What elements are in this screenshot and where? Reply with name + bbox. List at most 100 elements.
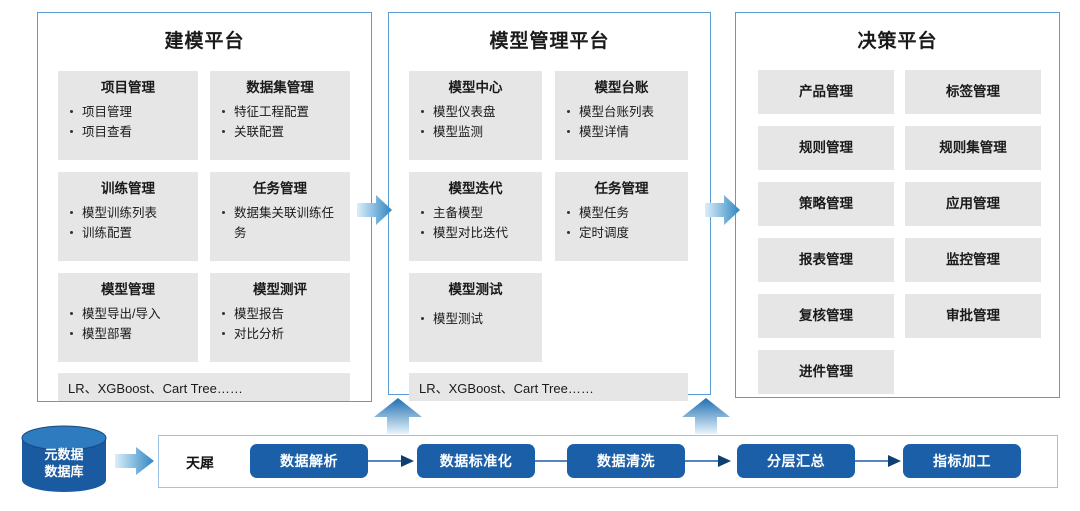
database-cylinder-icon: [21, 425, 107, 492]
list-item[interactable]: 项目管理: [68, 102, 192, 122]
card-title: 进件管理: [799, 364, 853, 379]
card-model-test[interactable]: 模型测试 模型测试: [409, 273, 542, 362]
database-label-line1: 元数据: [44, 447, 84, 462]
card-title: 监控管理: [946, 252, 1000, 267]
card-grid-modeling: 项目管理 项目管理 项目查看 数据集管理 特征工程配置 关联配置 训练管理 模型…: [38, 59, 371, 401]
card-title: 模型迭代: [448, 181, 503, 196]
list-item[interactable]: 对比分析: [220, 324, 344, 344]
card-intake-management[interactable]: 进件管理: [758, 350, 894, 394]
card-title: 模型中心: [448, 80, 503, 95]
list-item[interactable]: 模型对比迭代: [419, 223, 536, 243]
panel-decision-platform: 决策平台 产品管理 标签管理 规则管理 规则集管理 策略管理 应用管理 报表管理: [735, 12, 1060, 398]
database-label: 元数据 数据库: [18, 446, 110, 480]
card-project-management[interactable]: 项目管理 项目管理 项目查看: [58, 71, 198, 160]
card-approval-management[interactable]: 审批管理: [905, 294, 1041, 338]
pipeline-stage-data-parsing[interactable]: 数据解析: [250, 444, 368, 478]
pipeline-stage-layered-aggregation[interactable]: 分层汇总: [737, 444, 855, 478]
panel-title-model-management: 模型管理平台: [489, 31, 610, 52]
card-items: 主备模型 模型对比迭代: [409, 203, 542, 243]
card-task-management[interactable]: 任务管理 数据集关联训练任务: [210, 172, 350, 261]
card-items: 模型仪表盘 模型监测: [409, 102, 542, 142]
list-item[interactable]: 模型监测: [419, 122, 536, 142]
list-item[interactable]: 数据集关联训练任务: [220, 203, 344, 243]
list-item[interactable]: 主备模型: [419, 203, 536, 223]
card-application-management[interactable]: 应用管理: [905, 182, 1041, 226]
card-items: 模型报告 对比分析: [210, 304, 350, 344]
list-item[interactable]: 训练配置: [68, 223, 192, 243]
card-title: 策略管理: [799, 196, 853, 211]
pipeline-platform-label: 天犀: [186, 455, 214, 471]
card-training-management[interactable]: 训练管理 模型训练列表 训练配置: [58, 172, 198, 261]
card-title: 项目管理: [101, 80, 155, 95]
card-model-iteration[interactable]: 模型迭代 主备模型 模型对比迭代: [409, 172, 542, 261]
card-title: 应用管理: [946, 196, 1000, 211]
card-title: 数据集管理: [246, 80, 314, 95]
list-item[interactable]: 关联配置: [220, 122, 344, 142]
card-report-management[interactable]: 报表管理: [758, 238, 894, 282]
list-item[interactable]: 模型详情: [565, 122, 682, 142]
card-model-ledger[interactable]: 模型台账 模型台账列表 模型详情: [555, 71, 688, 160]
card-grid-decision: 产品管理 标签管理 规则管理 规则集管理 策略管理 应用管理 报表管理 监控管理: [736, 59, 1059, 397]
card-ruleset-management[interactable]: 规则集管理: [905, 126, 1041, 170]
pipeline-connector-3: [685, 455, 731, 467]
panel-modeling-platform: 建模平台 项目管理 项目管理 项目查看 数据集管理 特征工程配置 关联配置 训练…: [37, 12, 372, 402]
list-item[interactable]: 模型部署: [68, 324, 192, 344]
card-title: 规则管理: [799, 140, 853, 155]
card-items: 模型台账列表 模型详情: [555, 102, 688, 142]
card-title: 报表管理: [799, 252, 853, 267]
card-title: 任务管理: [253, 181, 307, 196]
card-title: 审批管理: [946, 308, 1000, 323]
card-product-management[interactable]: 产品管理: [758, 70, 894, 114]
card-title: 模型台账: [594, 80, 649, 95]
card-items: 项目管理 项目查看: [58, 102, 198, 142]
card-rule-management[interactable]: 规则管理: [758, 126, 894, 170]
list-item[interactable]: 模型仪表盘: [419, 102, 536, 122]
arrow-model-management-to-decision: [705, 195, 740, 225]
card-model-center[interactable]: 模型中心 模型仪表盘 模型监测: [409, 71, 542, 160]
list-item[interactable]: 模型训练列表: [68, 203, 192, 223]
pipeline-stage-metric-processing[interactable]: 指标加工: [903, 444, 1021, 478]
list-item[interactable]: 模型台账列表: [565, 102, 682, 122]
card-grid-model-management: 模型中心 模型仪表盘 模型监测 模型台账 模型台账列表 模型详情 模型迭代 主备…: [389, 59, 710, 401]
card-title: 模型测评: [253, 282, 307, 297]
database-label-line2: 数据库: [44, 464, 84, 479]
algorithms-strip-modeling: LR、XGBoost、Cart Tree……: [58, 373, 350, 401]
arrow-pipeline-to-model-management: [374, 398, 422, 434]
pipeline-connector-4: [855, 455, 901, 467]
panel-title-modeling: 建模平台: [164, 31, 245, 52]
arrow-pipeline-to-decision: [682, 398, 730, 434]
list-item[interactable]: 模型导出/导入: [68, 304, 192, 324]
card-items: 模型任务 定时调度: [555, 203, 688, 243]
list-item[interactable]: 定时调度: [565, 223, 682, 243]
card-dataset-management[interactable]: 数据集管理 特征工程配置 关联配置: [210, 71, 350, 160]
panel-title-decision: 决策平台: [857, 31, 938, 52]
algorithms-strip-model-management: LR、XGBoost、Cart Tree……: [409, 373, 688, 401]
card-title: 训练管理: [101, 181, 155, 196]
card-title: 标签管理: [946, 84, 1000, 99]
card-review-management[interactable]: 复核管理: [758, 294, 894, 338]
pipeline-stage-data-cleaning[interactable]: 数据清洗: [567, 444, 685, 478]
list-item[interactable]: 特征工程配置: [220, 102, 344, 122]
list-item[interactable]: 模型测试: [419, 309, 536, 329]
card-label-management[interactable]: 标签管理: [905, 70, 1041, 114]
card-items: 模型训练列表 训练配置: [58, 203, 198, 243]
list-item[interactable]: 模型任务: [565, 203, 682, 223]
card-items: 模型测试: [409, 309, 542, 329]
card-title: 规则集管理: [939, 140, 1007, 155]
card-model-evaluation[interactable]: 模型测评 模型报告 对比分析: [210, 273, 350, 362]
list-item[interactable]: 模型报告: [220, 304, 344, 324]
card-monitor-management[interactable]: 监控管理: [905, 238, 1041, 282]
card-items: 模型导出/导入 模型部署: [58, 304, 198, 344]
pipeline-connector-1: [368, 455, 414, 467]
card-task-management-model[interactable]: 任务管理 模型任务 定时调度: [555, 172, 688, 261]
card-items: 数据集关联训练任务: [210, 203, 350, 243]
arrow-source-to-pipeline: [115, 447, 154, 475]
pipeline-stage-data-standardization[interactable]: 数据标准化: [417, 444, 535, 478]
card-strategy-management[interactable]: 策略管理: [758, 182, 894, 226]
card-title: 任务管理: [594, 181, 649, 196]
list-item[interactable]: 项目查看: [68, 122, 192, 142]
card-model-management[interactable]: 模型管理 模型导出/导入 模型部署: [58, 273, 198, 362]
card-title: 模型管理: [101, 282, 155, 297]
card-items: 特征工程配置 关联配置: [210, 102, 350, 142]
